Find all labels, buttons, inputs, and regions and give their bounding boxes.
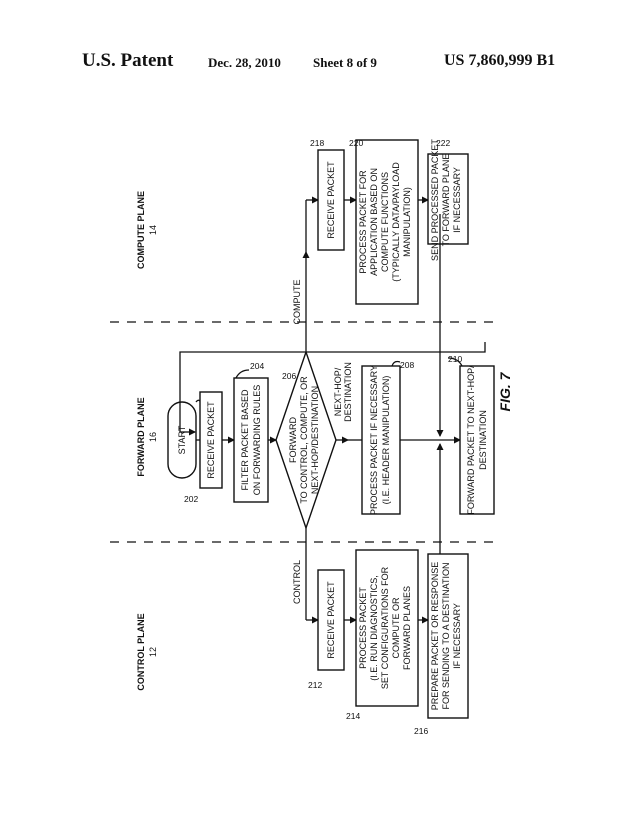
svg-text:FORWARD PLANE: FORWARD PLANE <box>136 397 146 476</box>
svg-text:MANIPULATION): MANIPULATION) <box>402 187 412 257</box>
lane-title-control: CONTROL PLANE 12 <box>136 613 158 690</box>
svg-text:COMPUTE PLANE: COMPUTE PLANE <box>136 191 146 269</box>
svg-text:FOR SENDING TO A DESTINATION: FOR SENDING TO A DESTINATION <box>441 562 451 709</box>
svg-text:FORWARD: FORWARD <box>288 417 298 463</box>
sheet-number: Sheet 8 of 9 <box>313 55 377 70</box>
svg-text:12: 12 <box>148 647 158 657</box>
svg-text:TO CONTROL, COMPUTE, OR: TO CONTROL, COMPUTE, OR <box>299 376 309 504</box>
edge-label-nexthop-2: DESTINATION <box>343 362 353 422</box>
receive-packet-control-box: RECEIVE PACKET <box>317 569 345 671</box>
patent-number: US 7,860,999 B1 <box>444 52 556 69</box>
loop-line-top <box>179 342 486 432</box>
process-packet-forward-box: PROCESS PACKET IF NECESSARY (I.E. HEADER… <box>361 365 401 515</box>
svg-text:CONTROL PLANE: CONTROL PLANE <box>136 613 146 690</box>
svg-text:FILTER PACKET BASED: FILTER PACKET BASED <box>240 389 250 491</box>
figure-label: FIG. 7 <box>497 371 513 411</box>
lane-title-compute: COMPUTE PLANE 14 <box>136 191 158 269</box>
ref-208: 208 <box>400 360 414 370</box>
svg-text:PROCESS PACKET IF NECESSARY: PROCESS PACKET IF NECESSARY <box>369 365 379 515</box>
edge-label-compute: COMPUTE <box>292 280 302 325</box>
svg-text:TO FORWARD PLANE: TO FORWARD PLANE <box>441 154 451 247</box>
svg-text:PROCESS PACKET FOR: PROCESS PACKET FOR <box>358 170 368 274</box>
svg-text:FORWARD PLANES: FORWARD PLANES <box>402 586 412 670</box>
patent-date: Dec. 28, 2010 <box>208 55 281 70</box>
ref-216: 216 <box>414 726 428 736</box>
svg-text:APPLICATION BASED ON: APPLICATION BASED ON <box>369 168 379 276</box>
svg-text:SET CONFIGURATIONS FOR: SET CONFIGURATIONS FOR <box>380 566 390 689</box>
start-node: START <box>167 401 197 479</box>
filter-packet-box: FILTER PACKET BASED ON FORWARDING RULES <box>233 377 269 503</box>
svg-text:DESTINATION: DESTINATION <box>478 410 488 470</box>
svg-text:14: 14 <box>148 225 158 235</box>
svg-text:PROCESS PACKET: PROCESS PACKET <box>358 587 368 669</box>
svg-text:COMPUTE OR: COMPUTE OR <box>391 597 401 659</box>
ref-214: 214 <box>346 711 360 721</box>
prepare-packet-box: PREPARE PACKET OR RESPONSE FOR SENDING T… <box>427 553 469 719</box>
svg-text:ON FORWARDING RULES: ON FORWARDING RULES <box>252 385 262 496</box>
svg-text:NEXT-HOP/DESTINATION: NEXT-HOP/DESTINATION <box>310 386 320 494</box>
ref-222: 222 <box>436 138 450 148</box>
receive-packet-compute-box: RECEIVE PACKET <box>317 149 345 251</box>
svg-text:16: 16 <box>148 432 158 442</box>
svg-text:RECEIVE PACKET: RECEIVE PACKET <box>326 161 336 239</box>
svg-text:(I.E. RUN DIAGNOSTICS,: (I.E. RUN DIAGNOSTICS, <box>369 575 379 681</box>
process-packet-compute-box: PROCESS PACKET FOR APPLICATION BASED ON … <box>355 139 419 305</box>
svg-text:FORWARD PACKET TO NEXT-HOP/: FORWARD PACKET TO NEXT-HOP/ <box>466 365 476 515</box>
svg-text:IF NECESSARY: IF NECESSARY <box>452 603 462 669</box>
patent-label: U.S. Patent <box>82 50 174 71</box>
svg-text:PREPARE PACKET OR RESPONSE: PREPARE PACKET OR RESPONSE <box>430 562 440 711</box>
svg-text:(I.E. HEADER MANIPULATION): (I.E. HEADER MANIPULATION) <box>381 376 391 505</box>
svg-text:IF NECESSARY: IF NECESSARY <box>452 167 462 233</box>
ref-218: 218 <box>310 138 324 148</box>
svg-text:START: START <box>177 425 187 454</box>
receive-packet-forward-box: RECEIVE PACKET <box>199 391 223 489</box>
edge-label-control: CONTROL <box>292 560 302 604</box>
svg-text:COMPUTE FUNCTIONS: COMPUTE FUNCTIONS <box>380 172 390 272</box>
svg-text:RECEIVE PACKET: RECEIVE PACKET <box>326 581 336 659</box>
send-processed-packet-box: SEND PROCESSED PACKET TO FORWARD PLANE I… <box>427 139 469 261</box>
ref-204: 204 <box>250 361 264 371</box>
svg-text:RECEIVE PACKET: RECEIVE PACKET <box>206 401 216 479</box>
process-packet-control-box: PROCESS PACKET (I.E. RUN DIAGNOSTICS, SE… <box>355 549 419 707</box>
ref-206: 206 <box>282 371 296 381</box>
forward-packet-box: FORWARD PACKET TO NEXT-HOP/ DESTINATION <box>459 365 495 515</box>
svg-text:SEND PROCESSED PACKET: SEND PROCESSED PACKET <box>430 139 440 261</box>
lane-title-forward: FORWARD PLANE 16 <box>136 397 158 476</box>
ref-220: 220 <box>349 138 363 148</box>
edge-label-nexthop-1: NEXT-HOP/ <box>333 367 343 416</box>
ref-212: 212 <box>308 680 322 690</box>
decision-diamond: FORWARD TO CONTROL, COMPUTE, OR NEXT-HOP… <box>275 349 337 531</box>
ref-202: 202 <box>184 494 198 504</box>
svg-text:(TYPICALLY DATA/PAYLOAD: (TYPICALLY DATA/PAYLOAD <box>391 162 401 282</box>
